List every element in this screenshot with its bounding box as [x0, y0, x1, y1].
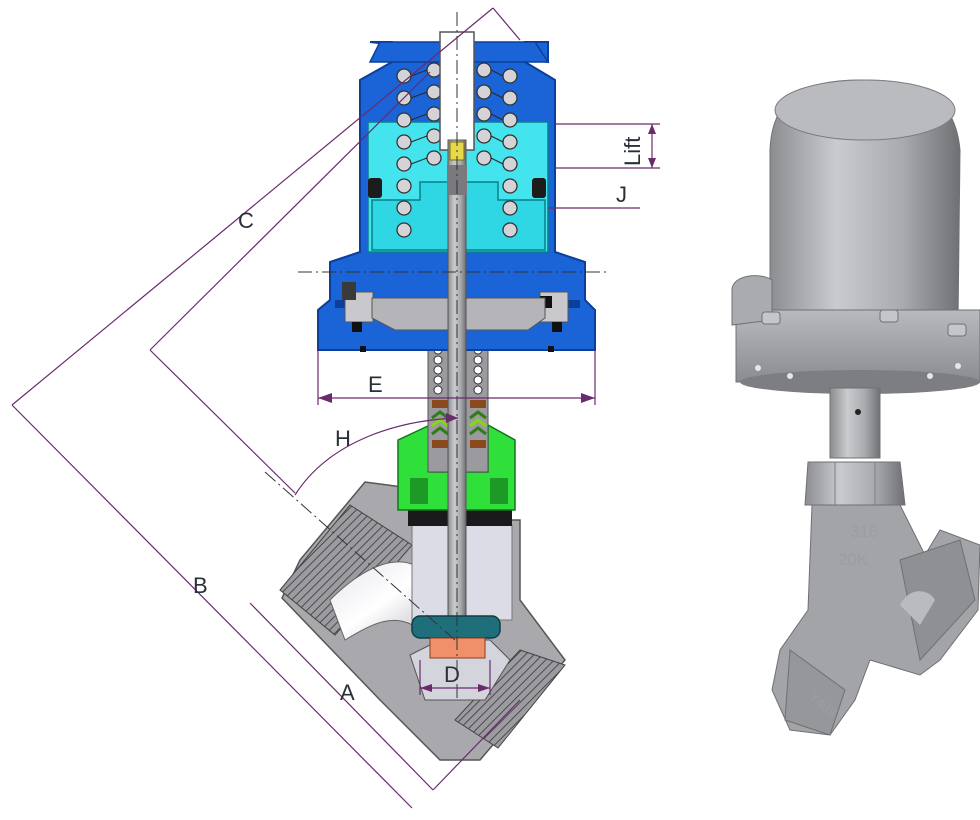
label-lift: Lift [620, 137, 645, 166]
label-a: A [340, 680, 355, 705]
dimension-lines [11, 7, 660, 809]
marking-pressure: 20K [838, 550, 869, 569]
arrowheads [318, 124, 656, 692]
o-ring-left [368, 178, 382, 198]
label-e: E [368, 372, 383, 397]
label-h: H [335, 426, 351, 451]
label-d: D [444, 662, 460, 687]
label-b: B [193, 573, 208, 598]
flange-bolts [761, 309, 967, 337]
label-c: C [238, 208, 254, 233]
center-lines [264, 12, 610, 700]
o-ring-right [532, 178, 546, 198]
marking-material: 316 [850, 522, 878, 541]
valve-photo: 316 20K Y403 [731, 79, 980, 736]
label-j: J [616, 182, 627, 207]
seal-disc [411, 615, 501, 639]
